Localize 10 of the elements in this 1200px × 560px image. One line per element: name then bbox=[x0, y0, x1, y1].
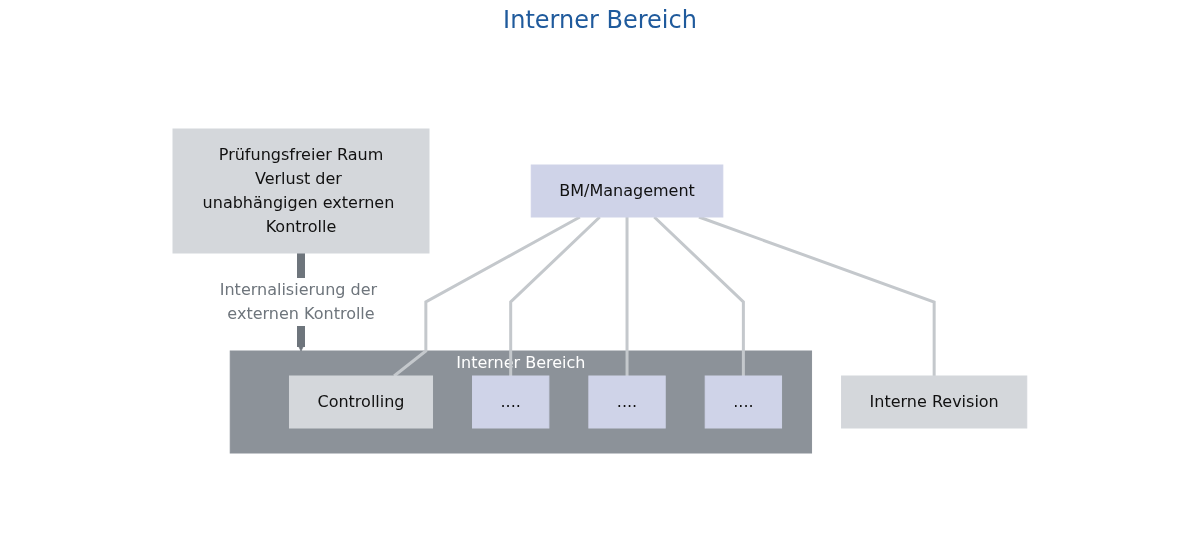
node-box: .... bbox=[588, 375, 666, 429]
node-box: BM/Management bbox=[530, 164, 724, 218]
node-box: .... bbox=[704, 375, 783, 429]
node-box: Interne Revision bbox=[841, 375, 1028, 429]
node-box: .... bbox=[472, 375, 550, 429]
node-box: Prüfungsfreier Raum Verlust der unabhängigen externen Kontrolle bbox=[172, 128, 430, 254]
connector bbox=[625, 217, 629, 376]
diagram-title: Interner Bereich bbox=[502, 6, 698, 34]
edge-label: Internalisierung der externen Kontrolle bbox=[219, 280, 378, 323]
node-box: Controlling bbox=[289, 375, 434, 429]
